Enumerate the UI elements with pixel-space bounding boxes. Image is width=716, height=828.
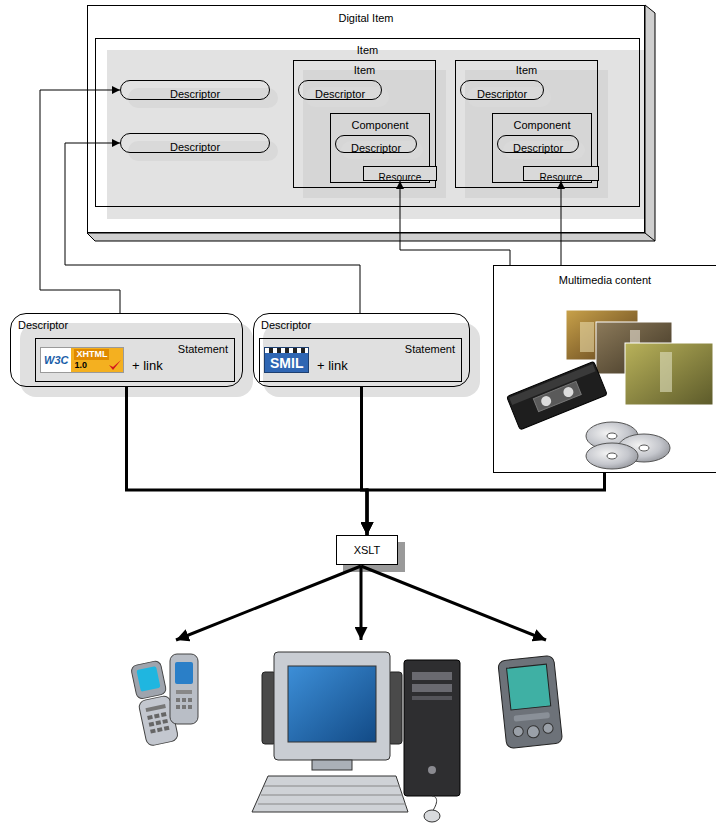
resource-box: Resource [363,166,437,181]
container-box: ComponentDescriptorResource [330,113,430,183]
box-title: Multimedia content [494,266,716,287]
descriptor-pill: Descriptor [460,80,544,100]
drop-shadows [20,5,655,572]
descriptor-pill: Descriptor [335,135,417,153]
descriptor-label: Descriptor [121,134,269,156]
drop-shadow [263,323,480,397]
link-arrow [40,90,120,313]
descriptor-label: Descriptor [498,136,578,156]
logo-text: W3C [41,348,71,372]
descriptor-box: DescriptorStatement+ linkW3CXHTML1.0 [10,313,243,387]
compact-discs [586,422,670,469]
pda-device [498,655,563,748]
resource-box: Resource [523,166,599,181]
drop-shadow [107,50,652,219]
link-arrow [561,181,562,265]
logo-text: 1.0 [74,360,109,371]
resource-label: Resource [364,167,436,184]
output-arrows [176,566,546,640]
drop-shadow [20,323,253,397]
container-box: ItemDescriptorComponentDescriptorResourc… [455,60,598,188]
container-box: ItemDescriptorComponentDescriptorResourc… [293,60,436,188]
descriptor-pill: Descriptor [298,80,382,100]
box-title: Component [493,114,591,132]
box-title: Item [96,39,639,57]
video-cassette [507,361,608,430]
statement-box: Statement+ linkSMIL [259,338,462,382]
descriptor-label: Descriptor [299,81,381,103]
descriptor-label: Descriptor [121,81,269,103]
box-depth-edge [645,233,655,241]
statement-box: Statement+ linkW3CXHTML1.0 [35,338,235,382]
box-title: Component [331,114,429,132]
resource-label: Resource [524,167,598,184]
process-label: XSLT [337,536,397,564]
descriptor-label: Descriptor [336,136,416,156]
container-box: ComponentDescriptorResource [492,113,592,183]
smil-logo: SMIL [264,347,309,373]
logo-text: XHTML [74,349,109,360]
content-box: Multimedia content [493,265,716,473]
xhtml-logo: W3CXHTML1.0 [40,347,124,373]
box-depth [87,5,655,241]
link-text: + link [317,358,461,373]
box-title: Item [294,61,435,77]
descriptor-pill: Descriptor [120,133,270,153]
box-title: Descriptor [11,314,242,332]
logo-badge: XHTML1.0 [71,348,123,372]
box-title: Descriptor [254,314,469,332]
flow-arrow [367,473,605,535]
logo-text: SMIL [270,355,303,371]
desktop-computer [252,652,460,822]
box-title: Digital Item [88,6,644,25]
process-box: XSLT [336,535,398,565]
link-text: + link [132,358,234,373]
check-mark [108,359,122,371]
descriptor-label: Descriptor [461,81,543,103]
link-arrow [65,143,360,313]
flow-arrow [127,387,368,535]
box-title: Item [456,61,597,77]
container-box: ItemDescriptorDescriptorItemDescriptorCo… [95,38,640,207]
descriptor-box: DescriptorStatement+ linkSMIL [253,313,470,387]
mobile-phone [130,654,198,747]
descriptor-pill: Descriptor [497,135,579,153]
descriptor-pill: Descriptor [120,80,270,100]
link-arrow [400,181,510,265]
container-box: Digital ItemItemDescriptorDescriptorItem… [87,5,645,233]
